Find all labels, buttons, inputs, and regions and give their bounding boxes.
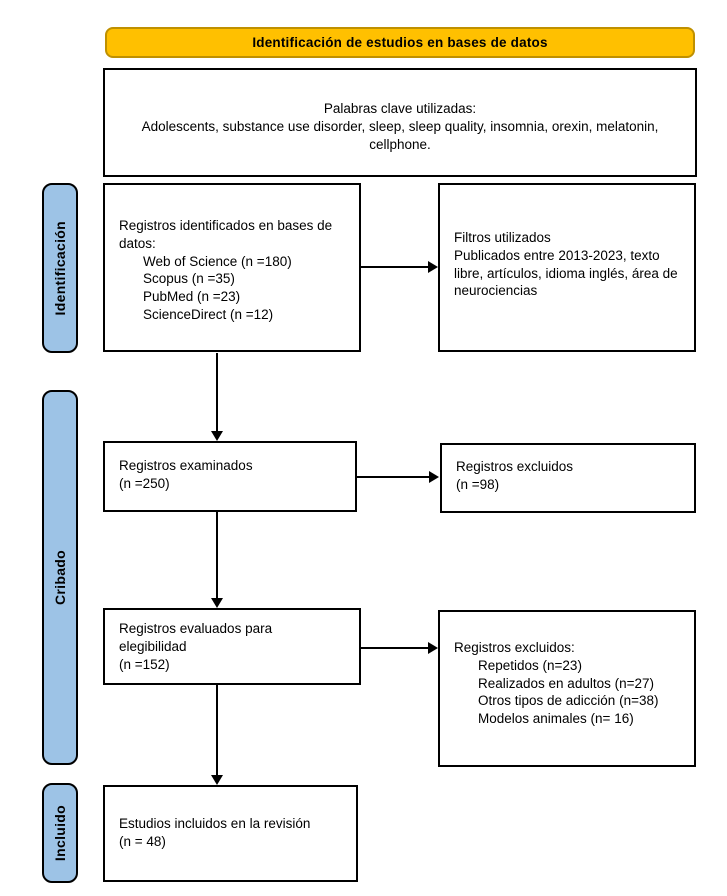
filters-body: Publicados entre 2013-2023, texto libre,… [454,247,678,299]
list-item: Repetidos (n=23) [478,657,582,673]
records-excluded-eligibility-box: Registros excluidos: Repetidos (n=23) Re… [438,610,696,767]
arrow-screened-to-excluded-head [429,471,439,483]
records-excluded-screening-title: Registros excluidos [456,459,574,474]
arrow-eligibility-to-excluded-head [428,642,438,654]
list-item: PubMed (n =23) [143,289,241,305]
records-excluded-screening-box: Registros excluidos (n =98) [440,443,696,513]
stage-label-identificacion: Identificación [42,183,78,353]
list-item: Scopus (n =35) [143,271,235,287]
arrow-identified-to-screened-head [211,431,223,441]
diagram-title: Identificación de estudios en bases de d… [252,35,548,50]
records-screened-box: Registros examinados (n =250) [103,441,357,512]
list-item: Realizados en adultos (n=27) [478,675,654,691]
records-screened-count: (n =250) [119,475,170,491]
records-eligibility-title: Registros evaluados para elegibilidad [119,621,273,654]
exclusion-reasons-list: Repetidos (n=23) Realizados en adultos (… [454,657,688,728]
records-identified-title: Registros identificados en bases de dato… [119,218,333,251]
studies-included-box: Estudios incluidos en la revisión (n = 4… [103,785,358,882]
records-eligibility-count: (n =152) [119,656,170,672]
arrow-eligibility-to-included-line [216,685,218,776]
arrow-eligibility-to-included-head [211,775,223,785]
stage-label-cribado: Cribado [42,390,78,765]
stage-label-incluido: Incluido [42,783,78,883]
records-screened-title: Registros examinados [119,458,253,473]
studies-included-count: (n = 48) [119,833,166,849]
arrow-identified-to-filters-head [428,261,438,273]
arrow-screened-to-eligibility-line [216,512,218,599]
keywords-box: Palabras clave utilizadas: Adolescents, … [103,68,697,177]
arrow-screened-to-excluded-line [357,476,430,478]
stage-label-text: Identificación [52,220,68,316]
list-item: Modelos animales (n= 16) [478,711,634,727]
arrow-identified-to-filters-line [361,266,429,268]
keywords-body: Adolescents, substance use disorder, sle… [141,118,659,152]
list-item: Otros tipos de adicción (n=38) [478,693,659,709]
records-identified-list: Web of Science (n =180) Scopus (n =35) P… [119,253,349,324]
records-identified-box: Registros identificados en bases de dato… [103,183,361,352]
records-eligibility-box: Registros evaluados para elegibilidad (n… [103,608,361,685]
stage-label-text: Cribado [52,550,68,605]
filters-title: Filtros utilizados [454,230,551,245]
diagram-title-banner: Identificación de estudios en bases de d… [105,27,695,58]
list-item: Web of Science (n =180) [143,253,292,269]
arrow-identified-to-screened-line [216,353,218,432]
arrow-screened-to-eligibility-head [211,598,223,608]
stage-label-text: Incluido [52,804,68,862]
arrow-eligibility-to-excluded-line [361,647,429,649]
list-item: ScienceDirect (n =12) [143,307,274,323]
keywords-title: Palabras clave utilizadas: [323,101,477,116]
filters-box: Filtros utilizados Publicados entre 2013… [438,183,696,352]
records-excluded-screening-count: (n =98) [456,476,500,492]
records-excluded-eligibility-title: Registros excluidos: [454,640,575,655]
studies-included-title: Estudios incluidos en la revisión [119,816,311,831]
